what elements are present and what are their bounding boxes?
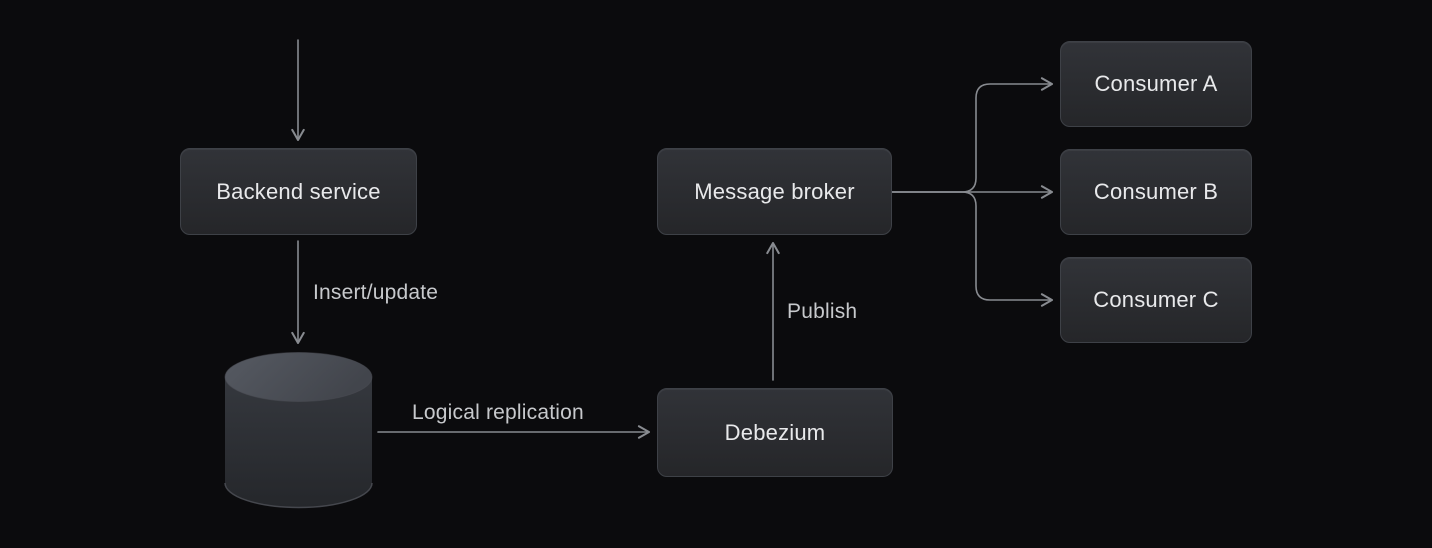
node-backend-service: Backend service [180, 148, 417, 235]
node-consumer-b-label: Consumer B [1093, 179, 1219, 204]
node-consumer-c-label: Consumer C [1093, 287, 1219, 312]
node-consumer-a: Consumer A [1060, 41, 1252, 127]
edge-label-publish: Publish [787, 300, 858, 323]
edge-label-logical-replication: Logical replication [412, 401, 584, 424]
edge-broker-to-consumer-c [891, 191, 1054, 307]
edge-label-insert-update: Insert/update [313, 281, 439, 304]
node-message-broker: Message broker [657, 148, 892, 235]
node-consumer-b: Consumer B [1060, 149, 1252, 235]
node-consumer-c: Consumer C [1060, 257, 1252, 343]
node-debezium-label: Debezium [724, 419, 826, 445]
database-cylinder-icon [224, 352, 373, 509]
node-consumer-a-label: Consumer A [1094, 71, 1218, 96]
node-backend-service-label: Backend service [216, 178, 381, 204]
edge-broker-to-consumer-a [891, 77, 1054, 193]
node-message-broker-label: Message broker [694, 178, 855, 204]
node-debezium: Debezium [657, 388, 893, 477]
